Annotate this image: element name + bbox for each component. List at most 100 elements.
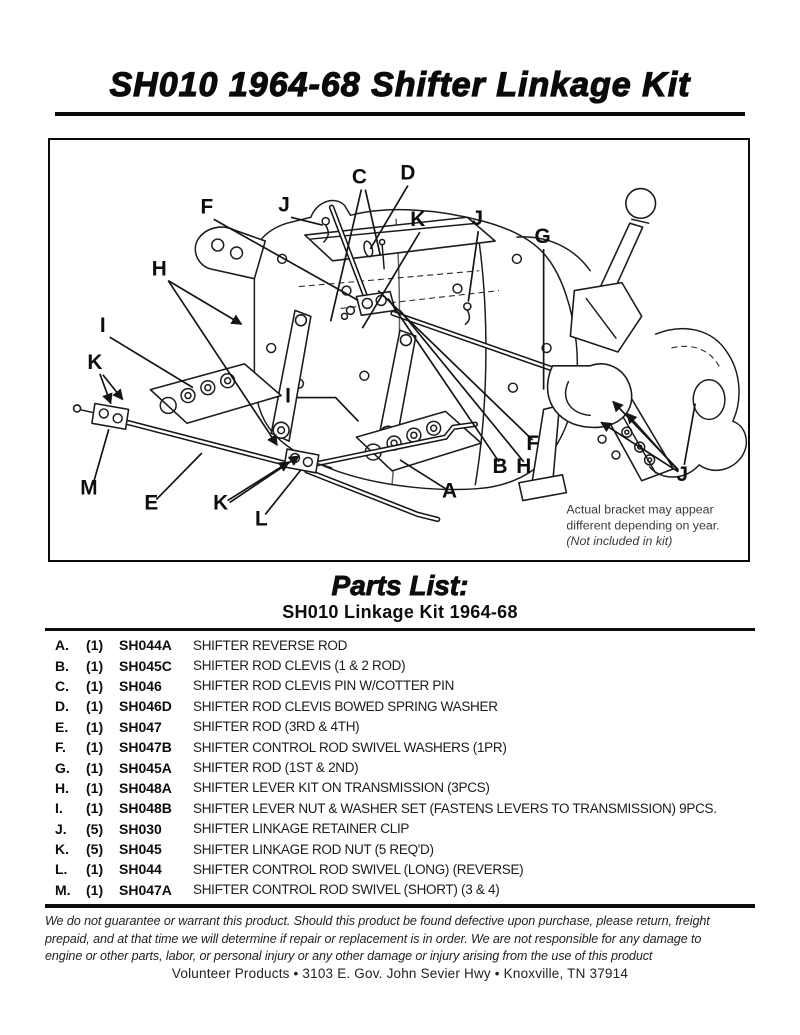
- disclaimer: We do not guarantee or warrant this prod…: [45, 913, 757, 966]
- clevis-pin-and-washer: [363, 238, 386, 270]
- disclaimer-line3: engine or other parts, labor, or persona…: [45, 949, 653, 963]
- part-description: SHIFTER ROD CLEVIS PIN W/COTTER PIN: [193, 678, 455, 694]
- callout-M: M: [80, 477, 97, 500]
- part-number: SH048A: [119, 779, 172, 796]
- part-description: SHIFTER CONTROL ROD SWIVEL (LONG) (REVER…: [193, 861, 524, 877]
- part-letter: H.: [55, 779, 69, 796]
- leader-lines: [92, 185, 697, 515]
- bracket-note-line2: different depending on year.: [566, 518, 719, 532]
- part-letter: M.: [55, 881, 71, 898]
- disclaimer-line2: prepaid, and at that time we will determ…: [45, 931, 702, 946]
- part-number: SH045: [119, 841, 162, 858]
- part-row-d: D. (1) SH046D SHIFTER ROD CLEVIS BOWED S…: [55, 696, 755, 716]
- part-number: SH044: [119, 861, 162, 878]
- part-qty: (5): [86, 820, 104, 837]
- disclaimer-top-rule: [45, 904, 755, 908]
- part-description: SHIFTER ROD (1ST & 2ND): [193, 760, 359, 776]
- callout-G: G: [535, 225, 551, 248]
- part-qty: (5): [86, 841, 104, 858]
- linkage-diagram: C D F J K J G H I K M E K L A B H F J I: [72, 162, 747, 548]
- title-divider: [55, 112, 745, 116]
- callout-D: D: [400, 162, 415, 185]
- part-number: SH047A: [119, 881, 172, 898]
- part-row-i: I. (1) SH048B SHIFTER LEVER NUT & WASHER…: [55, 798, 755, 818]
- callout-B: B: [493, 455, 508, 478]
- part-description: SHIFTER ROD (3RD & 4TH): [193, 719, 360, 735]
- part-qty: (1): [86, 779, 104, 796]
- callout-C: C: [352, 166, 367, 189]
- part-description: SHIFTER CONTROL ROD SWIVEL (SHORT) (3 & …: [193, 882, 500, 898]
- part-row-g: G. (1) SH045A SHIFTER ROD (1ST & 2ND): [55, 757, 755, 777]
- part-number: SH046D: [119, 698, 172, 715]
- part-letter: F.: [55, 739, 66, 756]
- part-letter: A.: [55, 637, 69, 654]
- part-qty: (1): [86, 698, 104, 715]
- part-letter: I.: [55, 800, 63, 817]
- bracket-note: Actual bracket may appear different depe…: [566, 502, 719, 548]
- part-row-b: B. (1) SH045C SHIFTER ROD CLEVIS (1 & 2 …: [55, 655, 755, 675]
- part-qty: (1): [86, 657, 104, 674]
- part-letter: J.: [55, 820, 67, 837]
- part-number: SH045A: [119, 759, 172, 776]
- callout-H-bottom: H: [516, 455, 531, 478]
- part-row-e: E. (1) SH047 SHIFTER ROD (3RD & 4TH): [55, 717, 755, 737]
- callout-I-second: I: [285, 385, 291, 408]
- part-row-c: C. (1) SH046 SHIFTER ROD CLEVIS PIN W/CO…: [55, 676, 755, 696]
- part-number: SH045C: [119, 657, 172, 674]
- callout-letters: C D F J K J G H I K M E K L A B H F J I: [80, 162, 688, 531]
- callout-H-left: H: [152, 258, 167, 281]
- callout-K-bottom: K: [213, 491, 228, 514]
- part-letter: D.: [55, 698, 69, 715]
- parts-list-subheading: SH010 Linkage Kit 1964-68: [282, 602, 518, 622]
- parts-list: A. (1) SH044A SHIFTER REVERSE ROD B. (1)…: [55, 635, 755, 900]
- shifter-handle-assembly: [516, 187, 747, 478]
- part-number: SH048B: [119, 800, 172, 817]
- part-qty: (1): [86, 739, 104, 756]
- part-letter: G.: [55, 759, 70, 776]
- part-letter: K.: [55, 841, 69, 858]
- part-row-j: J. (5) SH030 SHIFTER LINKAGE RETAINER CL…: [55, 819, 755, 839]
- part-description: SHIFTER ROD CLEVIS BOWED SPRING WASHER: [193, 698, 498, 714]
- part-qty: (1): [86, 759, 104, 776]
- part-qty: (1): [86, 861, 104, 878]
- part-number: SH046: [119, 677, 162, 694]
- part-row-k: K. (5) SH045 SHIFTER LINKAGE ROD NUT (5 …: [55, 839, 755, 859]
- callout-K-top: K: [410, 208, 425, 231]
- callout-J-top: J: [278, 193, 290, 216]
- part-description: SHIFTER LINKAGE RETAINER CLIP: [193, 821, 410, 837]
- part-description: SHIFTER LEVER NUT & WASHER SET (FASTENS …: [193, 800, 717, 816]
- part-row-f: F. (1) SH047B SHIFTER CONTROL ROD SWIVEL…: [55, 737, 755, 757]
- bracket-note-line1: Actual bracket may appear: [566, 502, 713, 516]
- parts-list-heading: Parts List:: [331, 570, 469, 602]
- part-qty: (1): [86, 637, 104, 654]
- part-qty: (1): [86, 881, 104, 898]
- part-qty: (1): [86, 718, 104, 735]
- callout-J-mid: J: [471, 207, 483, 230]
- shifter-reverse-rod: [304, 421, 478, 523]
- part-number: SH047B: [119, 739, 172, 756]
- part-row-l: L. (1) SH044 SHIFTER CONTROL ROD SWIVEL …: [55, 859, 755, 879]
- part-description: SHIFTER CONTROL ROD SWIVEL WASHERS (1PR): [193, 739, 507, 755]
- part-qty: (1): [86, 677, 104, 694]
- part-row-h: H. (1) SH048A SHIFTER LEVER KIT ON TRANS…: [55, 778, 755, 798]
- part-letter: E.: [55, 718, 69, 735]
- part-description: SHIFTER LINKAGE ROD NUT (5 REQ'D): [193, 841, 434, 857]
- retainer-clip-details: [321, 216, 472, 325]
- nut-washer-plate-left: [149, 363, 282, 425]
- callout-I-left: I: [100, 314, 106, 337]
- part-row-m: M. (1) SH047A SHIFTER CONTROL ROD SWIVEL…: [55, 880, 755, 900]
- part-description: SHIFTER REVERSE ROD: [193, 637, 348, 653]
- bracket-note-line3: (Not included in kit): [566, 534, 672, 548]
- transmission-case-drawing: [194, 199, 722, 491]
- callout-A: A: [442, 480, 457, 503]
- callout-F-bottom: F: [526, 432, 539, 455]
- shifter-levers: [270, 309, 417, 444]
- rod-swivel-left: [72, 402, 130, 431]
- part-letter: B.: [55, 657, 69, 674]
- part-letter: C.: [55, 677, 69, 694]
- part-number: SH044A: [119, 637, 172, 654]
- part-description: SHIFTER LEVER KIT ON TRANSMISSION (3PCS): [193, 780, 490, 796]
- callout-L: L: [255, 507, 268, 530]
- shifter-rod-3rd-4th: [105, 414, 302, 470]
